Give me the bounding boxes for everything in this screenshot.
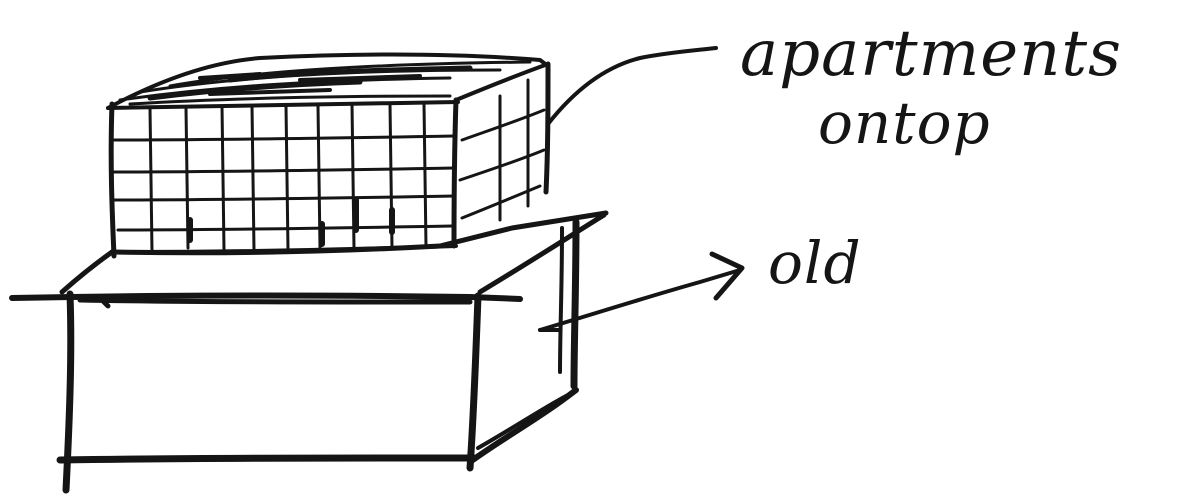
old-building-label: old — [768, 229, 862, 297]
apartments-front-right — [451, 97, 459, 249]
old-building-roof-left-edge — [59, 249, 115, 295]
apartments-addition — [106, 52, 551, 259]
old-building-roof-thickness — [77, 297, 473, 305]
old-leader-line — [538, 268, 742, 332]
apartments-leader-line — [546, 46, 718, 126]
apartments-side-top — [454, 62, 550, 102]
annotation-arrows — [538, 46, 745, 332]
apartments-roof-outline — [106, 52, 550, 110]
old-building-roof-front-edge — [9, 292, 523, 302]
old-building-side-back — [570, 218, 580, 390]
old-building-side-back-2 — [558, 226, 564, 374]
apartments-front-bottom — [110, 244, 458, 254]
old-arrowhead — [709, 251, 745, 301]
old-building — [9, 210, 609, 494]
apartments-front-left — [108, 101, 117, 259]
old-building-front-right — [466, 292, 482, 472]
apartments-label-line2: ontop — [818, 89, 991, 157]
apartments-side-back — [543, 61, 551, 195]
old-building-side-bottom-2 — [476, 394, 568, 450]
apartments-front-top — [106, 100, 460, 110]
apartments-label-line1: apartments — [740, 17, 1122, 91]
old-building-front-bottom — [56, 454, 478, 464]
old-building-roof-right-edge — [477, 212, 607, 295]
